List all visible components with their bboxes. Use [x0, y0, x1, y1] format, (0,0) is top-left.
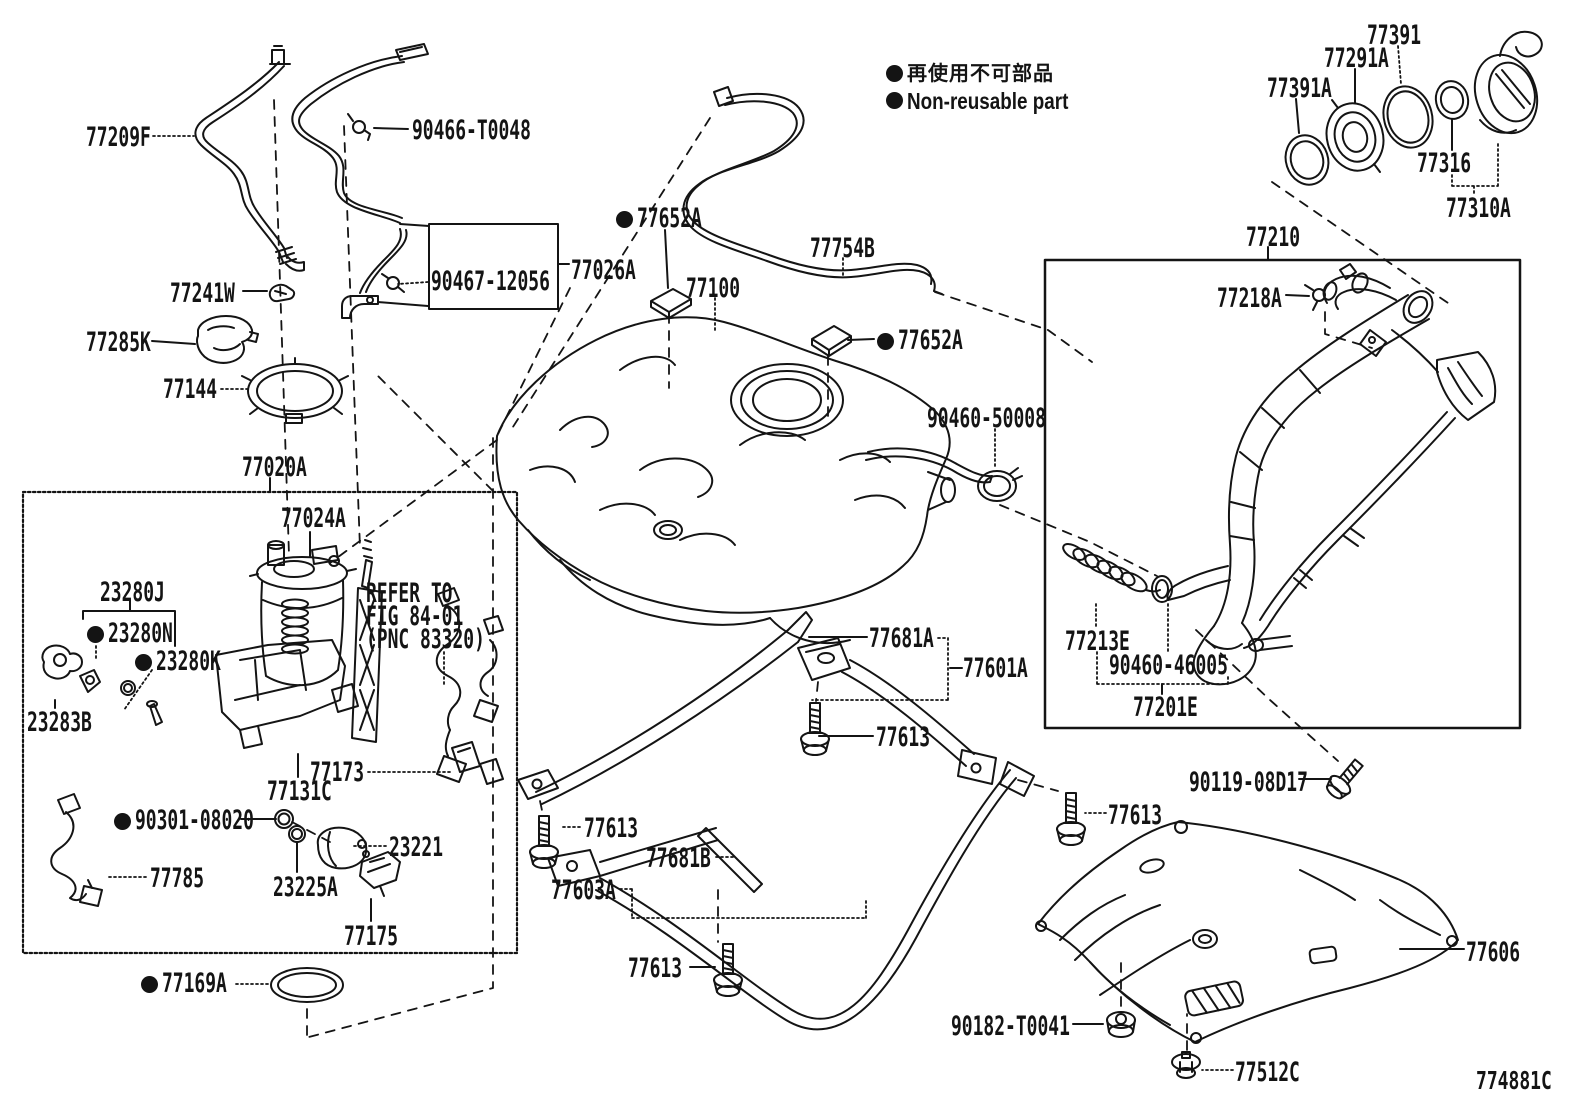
part-label-77681b[interactable]: 77681B: [646, 843, 711, 874]
part-label-90301-08020[interactable]: 90301-08020: [114, 807, 314, 834]
legend-row-jp: 再使用不可部品: [886, 60, 1104, 87]
part-label-77024a[interactable]: 77024A: [281, 503, 346, 534]
part-label-90119-08d17[interactable]: 90119-08D17: [1189, 767, 1308, 798]
part-label-23280n[interactable]: 23280N: [87, 620, 206, 647]
part-label-77613-2[interactable]: 77613: [584, 813, 639, 844]
legend: 再使用不可部品 Non-reusable part: [886, 60, 1104, 114]
part-label-77754b[interactable]: 77754B: [810, 233, 875, 264]
part-label-90460-50008[interactable]: 90460-50008: [927, 403, 1046, 434]
part-label-77100[interactable]: 77100: [686, 273, 741, 304]
part-label-23225a[interactable]: 23225A: [273, 872, 338, 903]
shield-grommet-drawing: [1172, 1052, 1200, 1078]
dotted-leader-lines: [96, 46, 1498, 1070]
solid-leader-lines: [55, 69, 1464, 1024]
part-label-77310a[interactable]: 77310A: [1446, 193, 1511, 224]
legend-text-jp: 再使用不可部品: [907, 62, 1054, 85]
non-reusable-dot-icon: [87, 626, 104, 643]
part-label-77652a-1[interactable]: 77652A: [616, 205, 735, 232]
legend-row-en: Non-reusable part: [886, 87, 1104, 114]
retainer-ring-drawing: [242, 358, 348, 423]
part-label-77020a[interactable]: 77020A: [242, 452, 307, 483]
part-label-77391a[interactable]: 77391A: [1267, 73, 1332, 104]
bolts-drawing: [530, 703, 1368, 1078]
refer-note: REFER TO FIG 84-01 (PNC 83320): [366, 578, 545, 655]
non-reusable-dot-icon: [114, 813, 131, 830]
part-label-77173[interactable]: 77173: [310, 757, 365, 788]
part-label-23283b[interactable]: 23283B: [27, 707, 92, 738]
part-label-77652a-2[interactable]: 77652A: [877, 327, 996, 354]
tank-gasket-drawing: [271, 968, 343, 1002]
part-label-77131c[interactable]: 77131C: [267, 776, 332, 807]
refer-note-line2: FIG 84-01: [366, 601, 464, 632]
part-label-77201e[interactable]: 77201E: [1133, 692, 1198, 723]
part-label-77316[interactable]: 77316: [1417, 148, 1472, 179]
part-label-90182-t0041[interactable]: 90182-T0041: [951, 1011, 1070, 1042]
vent-boot-drawing: [197, 316, 258, 363]
part-label-77613-1[interactable]: 77613: [876, 722, 931, 753]
non-reusable-dot-icon: [886, 65, 903, 82]
protector-shield-drawing: [1036, 821, 1458, 1043]
part-label-77175[interactable]: 77175: [344, 921, 399, 952]
filler-pipe-drawing: [1061, 264, 1496, 684]
part-label-77218a[interactable]: 77218A: [1217, 283, 1282, 314]
part-label-90466-t0048[interactable]: 90466-T0048: [412, 115, 531, 146]
part-label-77213e[interactable]: 77213E: [1065, 626, 1130, 657]
part-label-77785[interactable]: 77785: [150, 863, 205, 894]
part-label-77241w[interactable]: 77241W: [170, 278, 235, 309]
hose-clamp-drawing: [978, 468, 1022, 501]
part-label-77144[interactable]: 77144: [163, 374, 218, 405]
part-label-77613-3[interactable]: 77613: [1108, 800, 1163, 831]
part-label-77285k[interactable]: 77285K: [86, 327, 151, 358]
non-reusable-dot-icon: [886, 92, 903, 109]
part-label-23221[interactable]: 23221: [389, 832, 444, 863]
non-reusable-dot-icon: [135, 654, 152, 671]
fuel-pump-module-drawing: [216, 540, 503, 784]
figure-code: 774881C: [1476, 1066, 1552, 1095]
refer-note-line1: REFER TO: [366, 578, 453, 609]
fuel-tank-drawing: [496, 317, 992, 643]
part-label-23280k[interactable]: 23280K: [135, 648, 254, 675]
part-label-77601a[interactable]: 77601A: [963, 653, 1028, 684]
part-label-90460-46005[interactable]: 90460-46005: [1109, 650, 1228, 681]
non-reusable-dot-icon: [616, 211, 633, 228]
part-label-77391[interactable]: 77391: [1367, 20, 1422, 51]
non-reusable-dot-icon: [877, 333, 894, 350]
part-label-77026a[interactable]: 77026A: [571, 255, 636, 286]
part-label-23280j[interactable]: 23280J: [100, 577, 165, 608]
part-label-77681a[interactable]: 77681A: [869, 623, 934, 654]
non-reusable-dot-icon: [141, 976, 158, 993]
refer-note-line3: (PNC 83320): [366, 624, 485, 655]
fuel-tube-drawing: [195, 44, 429, 318]
part-label-77603a[interactable]: 77603A: [551, 875, 616, 906]
part-label-77613-4[interactable]: 77613: [628, 953, 683, 984]
part-label-77210[interactable]: 77210: [1246, 222, 1301, 253]
legend-text-en: Non-reusable part: [907, 87, 1069, 114]
part-label-77606[interactable]: 77606: [1466, 937, 1521, 968]
part-label-90467-12056[interactable]: 90467-12056: [431, 266, 550, 297]
part-label-77209f[interactable]: 77209F: [86, 122, 151, 153]
part-label-77169a[interactable]: 77169A: [141, 970, 260, 997]
part-label-77512c[interactable]: 77512C: [1235, 1057, 1300, 1088]
part-label-77291a[interactable]: 77291A: [1324, 43, 1389, 74]
